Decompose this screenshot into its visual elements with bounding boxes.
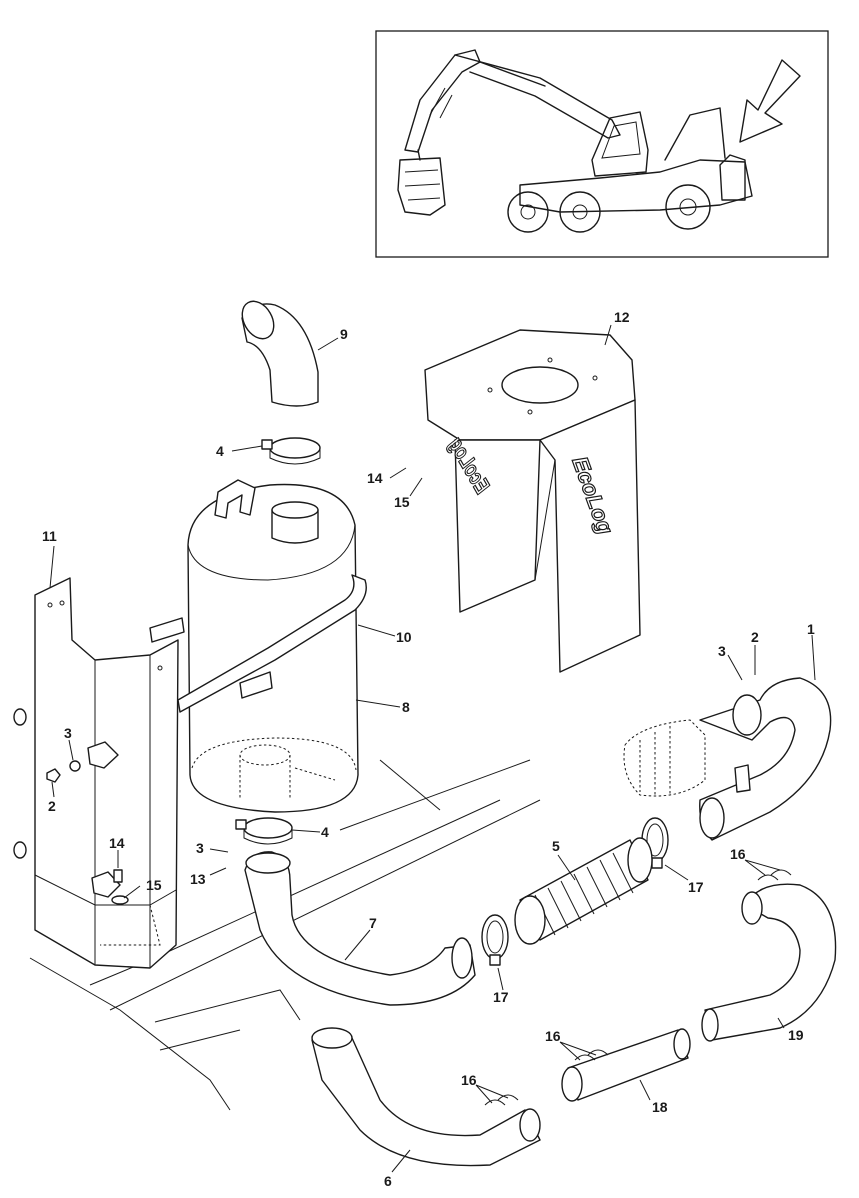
callout-9: 9: [340, 326, 348, 342]
callout-17: 17: [493, 989, 509, 1005]
callout-2: 2: [751, 629, 759, 645]
callout-8: 8: [402, 699, 410, 715]
part-11-heat-shield: [13, 577, 179, 969]
callout-4: 4: [321, 824, 329, 840]
callout-labels: 1 2 2 3 3 3 4 4 5 6 7 8 9 10 11 12 13 14…: [42, 309, 815, 1189]
callout-1: 1: [807, 621, 815, 637]
part-19-pipe: [701, 883, 837, 1042]
part-16-clamps: [484, 869, 792, 1106]
callout-18: 18: [652, 1099, 668, 1115]
part-18-pipe: [561, 1028, 691, 1102]
callout-16: 16: [545, 1028, 561, 1044]
callout-10: 10: [396, 629, 412, 645]
callout-3: 3: [718, 643, 726, 659]
callout-13: 13: [190, 871, 206, 887]
callout-2: 2: [48, 798, 56, 814]
part-1-exhaust-elbow: [623, 677, 832, 841]
machine-frame-lines: [29, 759, 541, 1111]
part-12-heat-shield: EcoLog EcoLog: [424, 329, 641, 673]
callout-16: 16: [730, 846, 746, 862]
part-4-clamp-upper: [261, 437, 321, 465]
callout-7: 7: [369, 915, 377, 931]
part-4-clamp-lower: [235, 817, 293, 845]
callout-11: 11: [42, 528, 57, 544]
callout-6: 6: [384, 1173, 392, 1189]
machine-locator-inset: [375, 30, 829, 258]
part-8-muffler: [149, 479, 359, 813]
callout-4: 4: [216, 443, 224, 459]
callout-5: 5: [552, 838, 560, 854]
callout-16: 16: [461, 1072, 477, 1088]
leader-lines: [49, 324, 816, 1173]
callout-17: 17: [688, 879, 704, 895]
callout-15: 15: [146, 877, 162, 893]
callout-15: 15: [394, 494, 410, 510]
callout-3: 3: [196, 840, 204, 856]
part-7-exhaust-pipe: [244, 851, 476, 1006]
part-5-flex-hose: [514, 837, 653, 945]
callout-3: 3: [64, 725, 72, 741]
callout-14: 14: [109, 835, 125, 851]
callout-14: 14: [367, 470, 383, 486]
part-17-clamp-left: [481, 914, 509, 966]
part-6-pipe: [311, 1027, 541, 1167]
callout-19: 19: [788, 1027, 804, 1043]
part-9-tailpipe-elbow: [241, 300, 319, 407]
callout-12: 12: [614, 309, 630, 325]
part-10-strap: [177, 574, 367, 713]
